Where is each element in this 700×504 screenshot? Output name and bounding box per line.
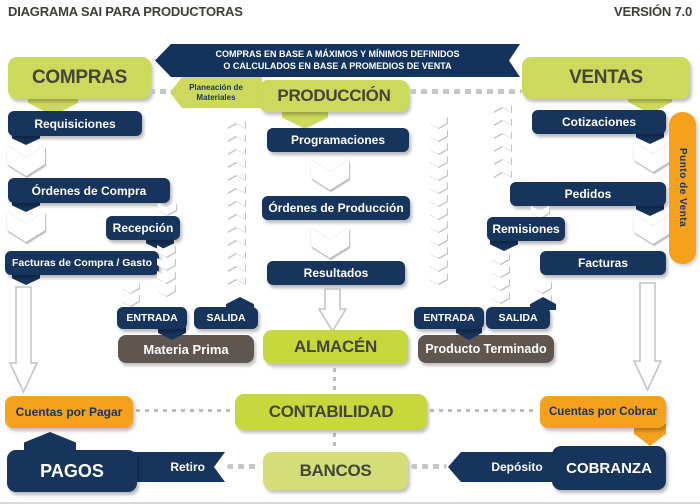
flow-ordenes-facturas xyxy=(7,212,45,242)
node-entrada-materia-prima: ENTRADA xyxy=(117,307,187,329)
flow-remisiones-salida xyxy=(491,252,509,303)
deposito-label: Depósito xyxy=(491,460,543,474)
rule-banner-line1: COMPRAS EN BASE A MÁXIMOS Y MÍNIMOS DEFI… xyxy=(215,48,460,59)
node-materia-prima: Materia Prima xyxy=(118,335,254,363)
node-salida-materia-prima: SALIDA xyxy=(194,307,258,329)
arrow-facturas-cuentas-cobrar xyxy=(632,282,662,392)
flow-pedidos-remisiones xyxy=(531,206,549,218)
pagos-cuentas-tab xyxy=(24,432,76,451)
node-entrada-producto-terminado: ENTRADA xyxy=(414,307,484,329)
node-bancos: BANCOS xyxy=(263,452,408,490)
planeacion-line2: Materiales xyxy=(196,92,236,102)
node-deposito: Depósito xyxy=(448,452,570,482)
node-cobranza: COBRANZA xyxy=(552,446,666,490)
flow-salida-mp-produccion xyxy=(227,116,245,284)
link-contabilidad-bancos xyxy=(333,433,336,451)
node-remisiones: Remisiones xyxy=(487,217,565,241)
link-produccion-ventas xyxy=(410,89,522,94)
rule-banner: COMPRAS EN BASE A MÁXIMOS Y MÍNIMOS DEFI… xyxy=(155,44,520,77)
link-contabilidad-cobrar xyxy=(430,409,538,412)
link-almacen-contabilidad xyxy=(333,368,336,392)
flow-cotizaciones-pedidos xyxy=(634,142,672,172)
flow-ordenes-recepcion xyxy=(158,203,176,215)
node-facturas-compra-gasto: Facturas de Compra / Gasto xyxy=(5,251,159,275)
node-produccion: PRODUCCIÓN xyxy=(259,80,409,112)
node-contabilidad: CONTABILIDAD xyxy=(235,394,427,430)
flow-pedidos-produccion xyxy=(493,100,511,177)
arrow-facturas-cuentas-pagar xyxy=(8,286,38,394)
flow-recepcion-entrada xyxy=(157,245,175,296)
node-facturas: Facturas xyxy=(540,251,666,275)
flow-ordenesprod-resultados xyxy=(311,228,349,258)
node-ordenes-produccion: Órdenes de Producción xyxy=(262,196,410,220)
page-title: DIAGRAMA SAI PARA PRODUCTORAS xyxy=(8,4,243,19)
link-compras-planeacion xyxy=(149,89,173,94)
node-ventas: VENTAS xyxy=(522,57,690,99)
node-recepcion: Recepción xyxy=(106,216,180,240)
node-retiro: Retiro xyxy=(120,452,225,482)
flow-programaciones-ordenesprod xyxy=(311,160,349,190)
node-pedidos: Pedidos xyxy=(510,182,666,206)
rule-banner-line2: O CALCULADOS EN BASE A PROMEDIOS DE VENT… xyxy=(223,60,452,71)
retiro-label: Retiro xyxy=(170,460,205,474)
link-bancos-deposito xyxy=(411,464,447,469)
version-label: VERSIÓN 7.0 xyxy=(614,4,692,19)
node-punto-de-venta: Punto de Venta xyxy=(669,112,696,264)
node-almacen: ALMACÉN xyxy=(263,330,408,364)
link-retiro-bancos xyxy=(227,464,259,469)
node-resultados: Resultados xyxy=(267,261,405,285)
node-pagos: PAGOS xyxy=(7,450,137,492)
node-requisiciones: Requisiciones xyxy=(8,111,142,136)
arrow-resultados-almacen xyxy=(317,288,347,333)
link-pagar-contabilidad xyxy=(136,409,232,412)
node-cotizaciones: Cotizaciones xyxy=(532,110,666,134)
flow-pedidos-facturas xyxy=(634,214,672,244)
node-salida-producto-terminado: SALIDA xyxy=(486,307,550,329)
node-cuentas-por-cobrar: Cuentas por Cobrar xyxy=(540,396,666,428)
flow-requisiciones-ordenes xyxy=(7,146,45,176)
flow-facturas-entrada xyxy=(121,281,139,306)
node-ordenes-compra: Órdenes de Compra xyxy=(8,178,170,203)
node-programaciones: Programaciones xyxy=(267,128,409,152)
node-producto-terminado: Producto Terminado xyxy=(418,335,554,363)
node-compras: COMPRAS xyxy=(8,57,151,99)
node-planeacion-materiales: Planeación de Materiales xyxy=(170,77,262,108)
flow-produccion-entrada-pt xyxy=(429,116,447,284)
planeacion-line1: Planeación de xyxy=(189,82,243,92)
node-cuentas-por-pagar: Cuentas por Pagar xyxy=(5,396,133,428)
